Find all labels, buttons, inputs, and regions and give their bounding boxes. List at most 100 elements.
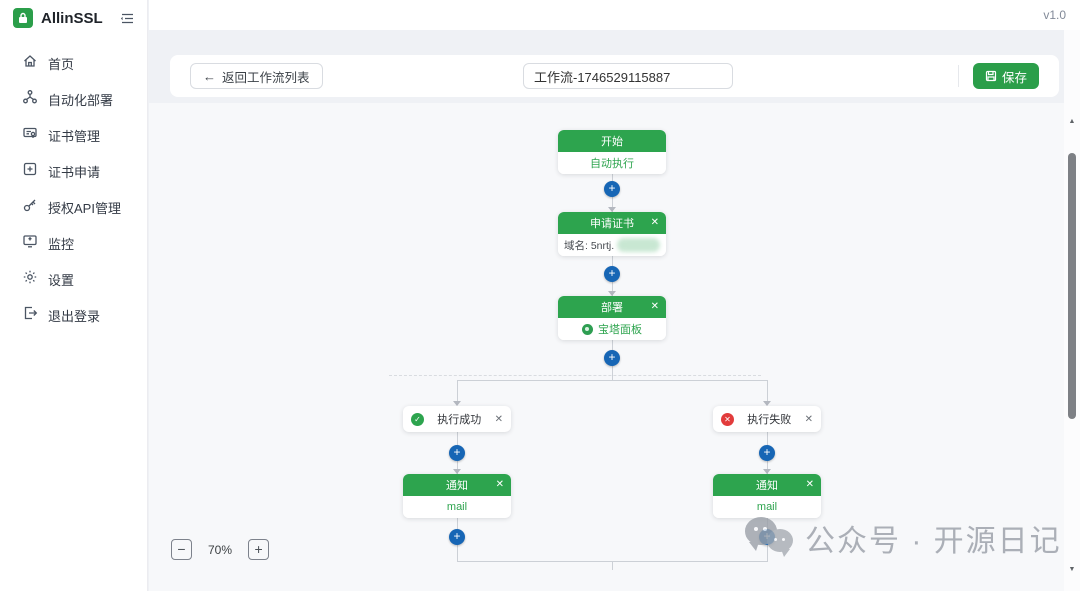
scroll-down-icon[interactable]: ▼ xyxy=(1068,566,1076,573)
sidebar-item-settings[interactable]: 设置 xyxy=(0,261,147,297)
sidebar-item-label: 设置 xyxy=(48,272,75,288)
arrowhead-icon xyxy=(608,207,616,212)
certificate-icon xyxy=(22,125,38,146)
gear-icon xyxy=(22,269,38,290)
notify-channel-label: mail xyxy=(756,501,778,513)
canvas-zoom-controls: − 70% + xyxy=(171,539,270,560)
node-body: 宝塔面板 xyxy=(558,318,666,340)
sidebar-item-label: 退出登录 xyxy=(48,308,101,324)
workflow-icon xyxy=(22,89,38,110)
node-header: 部署 ✕ xyxy=(558,296,666,318)
branch-connector-line xyxy=(457,380,768,381)
close-icon[interactable]: ✕ xyxy=(805,479,814,490)
scrollbar-thumb[interactable] xyxy=(1068,153,1076,419)
close-icon[interactable]: ✕ xyxy=(650,301,659,312)
close-icon[interactable]: ✕ xyxy=(804,413,813,425)
logo-row: AllinSSL xyxy=(0,3,147,33)
node-title: 申请证书 xyxy=(590,218,634,230)
arrowhead-icon xyxy=(608,291,616,296)
app-title: AllinSSL xyxy=(41,9,103,27)
sidebar: AllinSSL 首页 自动化部署 证书管理 证书申请 xyxy=(0,0,148,591)
fail-status-icon: ✕ xyxy=(721,412,734,426)
workflow-toolbar: ← 返回工作流列表 保存 xyxy=(170,55,1059,97)
success-status-icon: ✓ xyxy=(411,412,424,426)
add-node-button[interactable]: + xyxy=(449,445,465,461)
branch-node-fail[interactable]: ✕ 执行失败 ✕ xyxy=(713,406,821,432)
workflow-node-notify-fail[interactable]: 通知 ✕ mail xyxy=(713,474,821,518)
zoom-level-label: 70% xyxy=(208,542,233,557)
arrowhead-icon xyxy=(763,401,771,406)
node-title: 开始 xyxy=(601,136,623,148)
add-node-button[interactable]: + xyxy=(449,529,465,545)
zoom-in-button[interactable]: + xyxy=(248,539,270,560)
arrowhead-icon xyxy=(453,469,461,474)
arrowhead-icon xyxy=(453,401,461,406)
sidebar-item-cert-apply[interactable]: 证书申请 xyxy=(0,153,147,189)
workflow-name-input[interactable] xyxy=(523,63,733,89)
sidebar-item-api-auth[interactable]: 授权API管理 xyxy=(0,189,147,225)
home-icon xyxy=(22,53,38,74)
back-arrow-icon: ← xyxy=(203,68,216,84)
node-header: 通知 ✕ xyxy=(403,474,511,496)
app-logo-lock-icon xyxy=(13,8,33,28)
node-header: 申请证书 ✕ xyxy=(558,212,666,234)
save-button-label: 保存 xyxy=(1001,70,1027,85)
add-node-button[interactable]: + xyxy=(604,266,620,282)
save-button[interactable]: 保存 xyxy=(972,63,1039,89)
domain-label: 域名: 5nrtj. xyxy=(564,239,615,252)
back-to-workflow-list-button[interactable]: ← 返回工作流列表 xyxy=(190,63,323,89)
node-body: 自动执行 xyxy=(558,152,666,174)
workflow-canvas[interactable]: + + + + + + + 开始 自动执行 申请证书 ✕ 域名: 5nrtj. xyxy=(149,103,1064,591)
add-node-button[interactable]: + xyxy=(604,350,620,366)
save-icon xyxy=(985,70,997,82)
branch-node-success[interactable]: ✓ 执行成功 ✕ xyxy=(403,406,511,432)
sidebar-item-home[interactable]: 首页 xyxy=(0,45,147,81)
sidebar-item-cert-manage[interactable]: 证书管理 xyxy=(0,117,147,153)
toolbar-divider xyxy=(957,65,959,87)
watermark-text: 公众号 · 开源日记 xyxy=(805,525,1062,558)
node-header: 通知 ✕ xyxy=(713,474,821,496)
watermark: 公众号 · 开源日记 xyxy=(745,515,1062,561)
top-navbar: v1.0 xyxy=(149,0,1080,30)
close-icon[interactable]: ✕ xyxy=(650,217,659,228)
branch-label: 执行成功 xyxy=(437,414,482,426)
collapse-sidebar-icon[interactable] xyxy=(120,11,135,26)
back-button-label: 返回工作流列表 xyxy=(222,70,310,85)
add-node-button[interactable]: + xyxy=(604,181,620,197)
workflow-node-start[interactable]: 开始 自动执行 xyxy=(558,130,666,174)
zoom-out-button[interactable]: − xyxy=(171,539,192,560)
sidebar-item-auto-deploy[interactable]: 自动化部署 xyxy=(0,81,147,117)
node-title: 通知 xyxy=(446,480,468,492)
sidebar-item-label: 首页 xyxy=(48,56,75,72)
arrowhead-icon xyxy=(763,469,771,474)
scroll-up-icon[interactable]: ▲ xyxy=(1068,118,1076,125)
workflow-node-notify-success[interactable]: 通知 ✕ mail xyxy=(403,474,511,518)
vertical-scrollbar[interactable]: ▲ ▼ xyxy=(1064,30,1080,591)
workflow-node-apply-cert[interactable]: 申请证书 ✕ 域名: 5nrtj. xyxy=(558,212,666,256)
close-icon[interactable]: ✕ xyxy=(494,413,503,425)
plus-square-icon xyxy=(22,161,38,182)
node-body: mail xyxy=(713,496,821,518)
sidebar-item-label: 监控 xyxy=(48,236,75,252)
redacted-domain xyxy=(617,238,660,252)
close-icon[interactable]: ✕ xyxy=(495,479,504,490)
add-node-button[interactable]: + xyxy=(759,445,775,461)
monitor-icon xyxy=(22,233,38,254)
sidebar-nav: 首页 自动化部署 证书管理 证书申请 授权API管理 监控 xyxy=(0,45,147,333)
workflow-name-wrap xyxy=(523,63,733,89)
sidebar-item-label: 证书管理 xyxy=(48,128,101,144)
add-node-button[interactable]: + xyxy=(759,529,775,545)
drop-indicator-line xyxy=(389,375,761,376)
branch-label: 执行失败 xyxy=(747,414,792,426)
logout-icon xyxy=(22,305,38,326)
sidebar-item-monitor[interactable]: 监控 xyxy=(0,225,147,261)
connector-line xyxy=(612,561,613,570)
baota-panel-icon xyxy=(582,323,593,335)
sidebar-item-label: 授权API管理 xyxy=(48,200,121,216)
node-header: 开始 xyxy=(558,130,666,152)
sidebar-item-logout[interactable]: 退出登录 xyxy=(0,297,147,333)
key-icon xyxy=(22,197,38,218)
deploy-provider-row: 宝塔面板 xyxy=(582,321,642,337)
workflow-node-deploy[interactable]: 部署 ✕ 宝塔面板 xyxy=(558,296,666,340)
